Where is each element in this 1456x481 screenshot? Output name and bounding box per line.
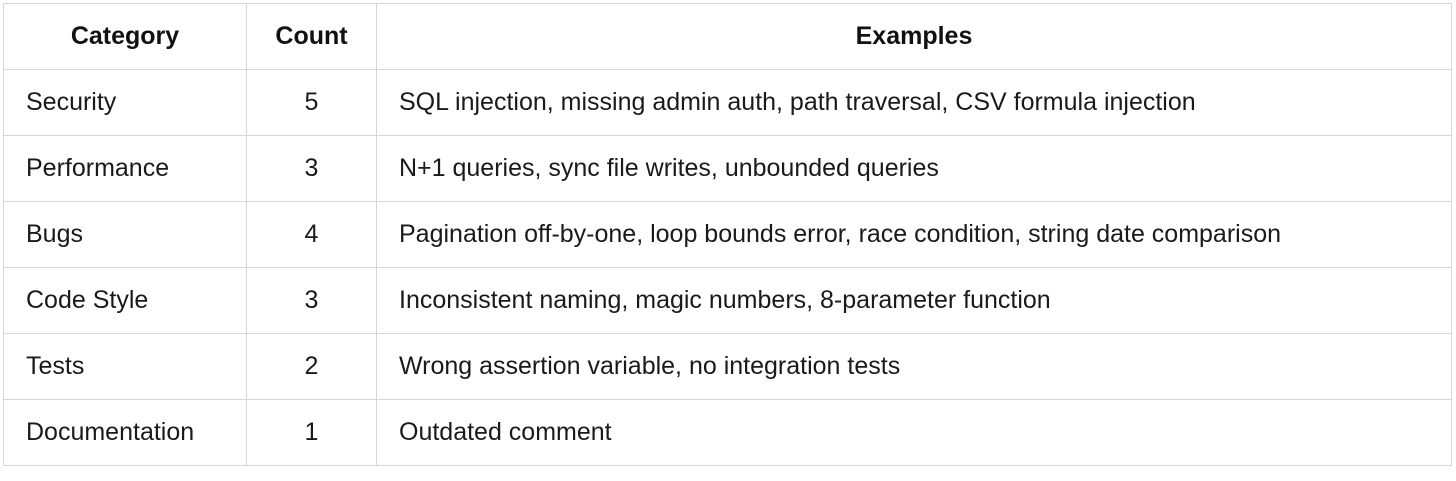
table-row: Performance 3 N+1 queries, sync file wri…: [3, 135, 1452, 202]
count-cell: 4: [246, 201, 377, 268]
table-row: Documentation 1 Outdated comment: [3, 399, 1452, 466]
examples-cell: N+1 queries, sync file writes, unbounded…: [376, 135, 1452, 202]
header-count: Count: [246, 3, 377, 70]
examples-cell: Pagination off-by-one, loop bounds error…: [376, 201, 1452, 268]
category-cell: Documentation: [3, 399, 247, 466]
count-cell: 2: [246, 333, 377, 400]
table-row: Tests 2 Wrong assertion variable, no int…: [3, 333, 1452, 400]
count-cell: 1: [246, 399, 377, 466]
category-cell: Performance: [3, 135, 247, 202]
count-cell: 3: [246, 267, 377, 334]
findings-table: Category Count Examples Security 5 SQL i…: [3, 3, 1452, 466]
table-header: Category Count Examples: [3, 3, 1452, 70]
category-cell: Tests: [3, 333, 247, 400]
table-body: Security 5 SQL injection, missing admin …: [3, 69, 1452, 466]
category-cell: Bugs: [3, 201, 247, 268]
examples-cell: SQL injection, missing admin auth, path …: [376, 69, 1452, 136]
category-cell: Security: [3, 69, 247, 136]
examples-cell: Inconsistent naming, magic numbers, 8-pa…: [376, 267, 1452, 334]
header-category: Category: [3, 3, 247, 70]
table-row: Security 5 SQL injection, missing admin …: [3, 69, 1452, 136]
count-cell: 3: [246, 135, 377, 202]
header-row: Category Count Examples: [3, 3, 1452, 70]
count-cell: 5: [246, 69, 377, 136]
examples-cell: Outdated comment: [376, 399, 1452, 466]
examples-cell: Wrong assertion variable, no integration…: [376, 333, 1452, 400]
header-examples: Examples: [376, 3, 1452, 70]
table-row: Bugs 4 Pagination off-by-one, loop bound…: [3, 201, 1452, 268]
category-cell: Code Style: [3, 267, 247, 334]
table-row: Code Style 3 Inconsistent naming, magic …: [3, 267, 1452, 334]
